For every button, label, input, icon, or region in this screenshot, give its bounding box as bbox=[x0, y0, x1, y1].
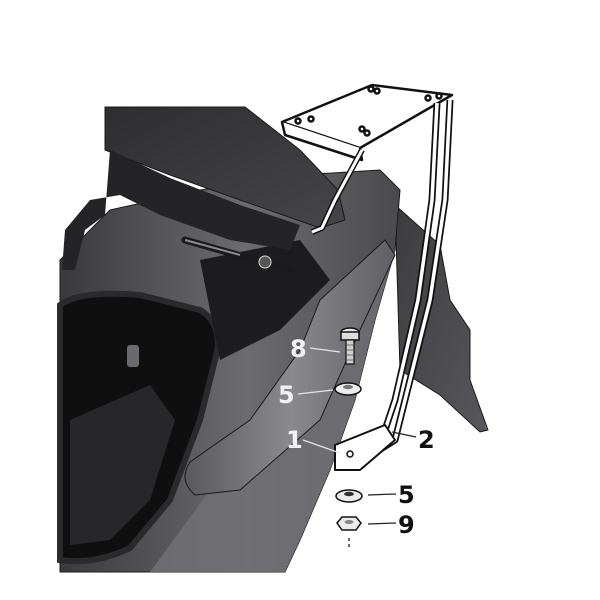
part-9-nut bbox=[336, 516, 362, 550]
part-5-washer-upper bbox=[334, 382, 362, 396]
under-seat-storage bbox=[57, 240, 330, 565]
part-2-rack-frame bbox=[280, 83, 454, 471]
callout-5-upper-label: 5 bbox=[278, 381, 295, 409]
seat bbox=[62, 106, 346, 274]
part-5-washer-lower bbox=[335, 489, 363, 503]
callout-8-label: 8 bbox=[290, 335, 307, 363]
callout-5-lower-label: 5 bbox=[398, 481, 415, 509]
callout-leader-lines bbox=[297, 347, 417, 525]
callout-1-label: 1 bbox=[286, 426, 303, 454]
part-8-bolt bbox=[340, 327, 360, 365]
callout-9-label: 9 bbox=[398, 511, 415, 539]
callout-2-label: 2 bbox=[418, 426, 435, 454]
rear-fender bbox=[394, 203, 489, 433]
latch-icon bbox=[127, 345, 139, 367]
